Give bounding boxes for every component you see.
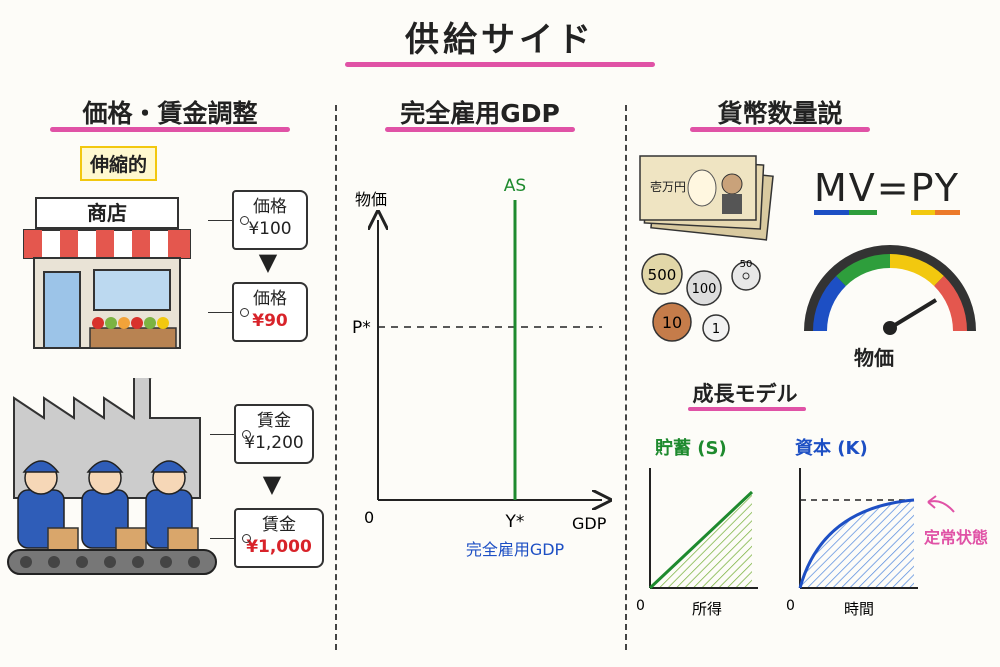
fruit-crates bbox=[89, 327, 177, 349]
savings-origin: 0 bbox=[636, 598, 645, 614]
price-before-label: 価格 bbox=[253, 197, 287, 217]
capital-chart: 0 時間 bbox=[786, 468, 918, 618]
title-underline bbox=[345, 62, 655, 67]
coin-50: 50 bbox=[740, 259, 753, 270]
tag-string bbox=[210, 434, 236, 435]
middle-heading: 完全雇用GDP bbox=[400, 99, 560, 128]
fruits bbox=[92, 317, 169, 329]
eq-y: Y bbox=[934, 166, 960, 215]
coins-icon: 500 100 50 10 1 bbox=[641, 253, 761, 342]
banknote-label: 壱万円 bbox=[650, 180, 687, 194]
quantity-equation: MV=PY bbox=[814, 166, 960, 215]
tag-hole bbox=[240, 216, 249, 225]
page-title: 供給サイド bbox=[405, 20, 595, 60]
as-chart: 物価 AS P* 0 Y* GDP 完全雇用GDP bbox=[352, 176, 620, 559]
price-after-value: ¥90 bbox=[252, 311, 288, 331]
eq-v: V bbox=[848, 166, 877, 215]
shop-sign-text: 商店 bbox=[87, 201, 127, 225]
capital-area bbox=[800, 500, 914, 588]
y-star-label: Y* bbox=[505, 512, 525, 532]
savings-line bbox=[648, 490, 754, 590]
wage-after-label: 賃金 bbox=[262, 515, 296, 535]
shop-window bbox=[93, 269, 171, 311]
wage-tag-before: 賃金 ¥1,200 bbox=[210, 404, 314, 464]
tag-string bbox=[208, 220, 234, 221]
tag-hole bbox=[240, 308, 249, 317]
steady-state-arrow-icon bbox=[927, 495, 955, 513]
price-after-label: 価格 bbox=[253, 289, 287, 309]
eq-p: P bbox=[910, 166, 935, 215]
factory-building bbox=[13, 378, 201, 499]
wage-after-value: ¥1,000 bbox=[246, 537, 312, 557]
price-tag-before: 価格 ¥100 bbox=[208, 190, 308, 250]
shop-door bbox=[43, 271, 81, 349]
growth-heading: 成長モデル bbox=[692, 382, 798, 406]
eq-equals: = bbox=[876, 166, 911, 210]
capital-origin: 0 bbox=[786, 598, 795, 614]
left-heading-underline bbox=[50, 127, 290, 132]
coin-500: 500 bbox=[648, 266, 677, 284]
eq-m: M bbox=[814, 166, 849, 215]
coin-10: 10 bbox=[662, 313, 682, 332]
capital-x-label: 時間 bbox=[844, 600, 874, 618]
divider-right bbox=[625, 105, 627, 650]
shop-sign-board bbox=[35, 197, 179, 229]
awning bbox=[23, 229, 191, 259]
capital-curve bbox=[798, 498, 915, 589]
boxes bbox=[47, 527, 199, 551]
divider-left bbox=[335, 105, 337, 650]
wage-before-value: ¥1,200 bbox=[244, 433, 304, 453]
price-tag-after: 価格 ¥90 bbox=[208, 282, 308, 342]
wage-before-label: 賃金 bbox=[257, 411, 291, 431]
x-axis-label: GDP bbox=[572, 514, 607, 533]
factory-illustration bbox=[7, 378, 217, 575]
tag-hole bbox=[242, 430, 251, 439]
price-gauge-icon bbox=[804, 245, 976, 335]
price-before-value: ¥100 bbox=[248, 219, 292, 239]
gauge-label: 物価 bbox=[854, 346, 894, 370]
coin-1: 1 bbox=[712, 322, 720, 337]
shop-illustration bbox=[23, 197, 191, 349]
tag-string bbox=[210, 538, 236, 539]
price-arrow-icon: ▼ bbox=[258, 248, 278, 276]
origin-label: 0 bbox=[364, 508, 374, 527]
p-star-label: P* bbox=[352, 318, 371, 338]
worker bbox=[145, 460, 193, 549]
steady-state-label: 定常状態 bbox=[924, 528, 989, 547]
full-employment-gdp-caption: 完全雇用GDP bbox=[466, 540, 565, 559]
right-heading: 貨幣数量説 bbox=[717, 99, 843, 128]
tag-hole bbox=[242, 534, 251, 543]
conveyor-rollers bbox=[20, 556, 200, 568]
tag-string bbox=[208, 312, 234, 313]
wage-tag-after: 賃金 ¥1,000 bbox=[210, 508, 324, 568]
left-heading: 価格・賃金調整 bbox=[82, 99, 258, 128]
capital-chart-title: 資本 (K) bbox=[795, 438, 868, 459]
right-heading-underline bbox=[690, 127, 870, 132]
as-label: AS bbox=[504, 176, 526, 196]
banknotes-icon bbox=[639, 155, 774, 241]
flexible-badge: 伸縮的 bbox=[80, 146, 158, 181]
savings-chart-title: 貯蓄 (S) bbox=[655, 438, 727, 459]
savings-chart: 0 所得 bbox=[636, 468, 758, 618]
savings-x-label: 所得 bbox=[692, 600, 722, 618]
middle-heading-underline bbox=[385, 127, 575, 132]
gauge-needle bbox=[888, 298, 938, 330]
coin-100: 100 bbox=[692, 282, 717, 297]
y-axis-label: 物価 bbox=[355, 190, 387, 209]
wage-arrow-icon: ▼ bbox=[262, 470, 282, 498]
growth-heading-underline bbox=[688, 407, 806, 411]
